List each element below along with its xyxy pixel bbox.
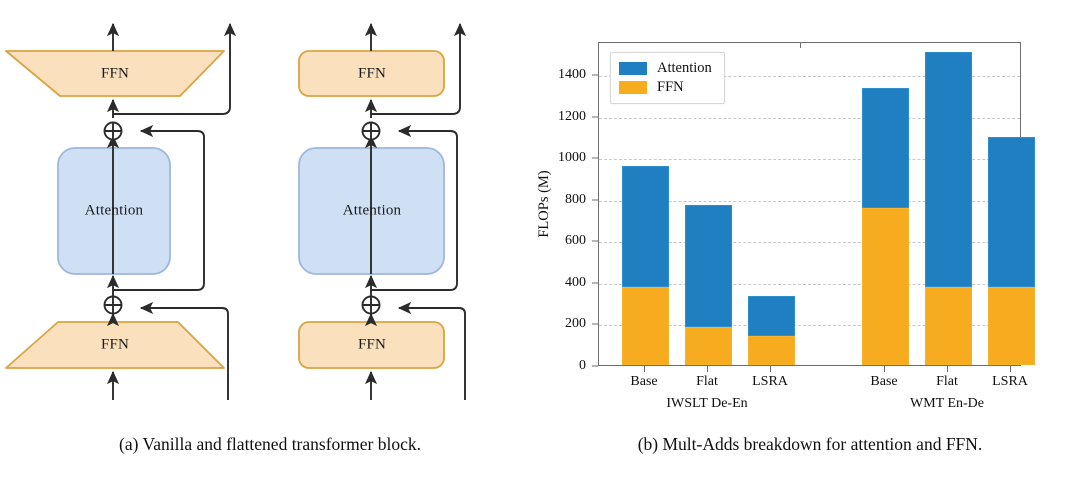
y-tick-label: 1400 [558, 67, 586, 83]
bar-stack[interactable] [684, 205, 732, 365]
bar-segment-attention[interactable] [987, 136, 1035, 288]
bar-segment-ffn[interactable] [621, 287, 669, 365]
flattened-block-svg [298, 22, 467, 400]
x-tick-mark [1010, 366, 1011, 372]
y-tick-mark [592, 282, 598, 284]
bar-segment-attention[interactable] [924, 52, 972, 288]
gridline [599, 283, 1020, 285]
x-tick-mark [770, 366, 771, 372]
caption-b: (b) Mult-Adds breakdown for attention an… [637, 434, 983, 454]
bar-segment-attention[interactable] [684, 205, 732, 327]
x-tick-mark [707, 366, 708, 372]
bar-stack[interactable] [987, 136, 1035, 365]
x-tick-label-base: Base [630, 374, 658, 389]
flattened-residual-2 [371, 124, 458, 291]
bar-stack[interactable] [861, 87, 909, 365]
y-tick-label: 600 [565, 233, 586, 249]
bar-segment-ffn[interactable] [684, 326, 732, 365]
y-tick-mark [592, 116, 598, 118]
flattened-bottom-ffn-label: FFN [357, 336, 387, 353]
y-tick-label: 1000 [558, 150, 586, 166]
panel-a-diagrams: FFN Attention FFN [0, 0, 532, 400]
bar-segment-ffn[interactable] [747, 335, 795, 365]
bar-segment-attention[interactable] [861, 87, 909, 209]
gridline [599, 159, 1020, 161]
x-tick-label-lsra: LSRA [752, 374, 788, 389]
vanilla-bottom-ffn-label: FFN [100, 336, 130, 353]
vanilla-residual-2 [113, 124, 205, 291]
y-tick-label: 400 [565, 274, 586, 290]
plot-inner [599, 43, 1035, 365]
y-tick-label: 1200 [558, 108, 586, 124]
y-tick-label: 0 [579, 358, 586, 373]
bar-segment-ffn[interactable] [924, 287, 972, 365]
bar-stack[interactable] [747, 296, 795, 365]
x-tick-label-lsra: LSRA [992, 374, 1028, 389]
legend-swatch-ffn [619, 81, 647, 94]
x-tick-label-flat: Flat [936, 374, 958, 389]
vanilla-residual-1 [139, 301, 229, 400]
x-tick-label-flat: Flat [696, 374, 718, 389]
legend-label: FFN [657, 79, 684, 95]
legend-item-attention[interactable]: Attention [619, 59, 712, 78]
gridline [599, 325, 1020, 327]
x-tick-label-base: Base [870, 374, 898, 389]
caption-a: (a) Vanilla and flattened transformer bl… [119, 434, 421, 454]
bar-stack[interactable] [924, 52, 972, 365]
y-tick-label: 200 [565, 316, 586, 332]
group-label: WMT En-De [910, 396, 984, 411]
y-tick-mark [592, 323, 598, 325]
vanilla-attention-label: Attention [84, 202, 144, 219]
flattened-transformer-block: FFN Attention FFN [262, 0, 532, 400]
vanilla-residual-3 [113, 22, 237, 115]
legend-label: Attention [657, 60, 712, 76]
plot-area [598, 42, 1035, 366]
y-tick-mark [592, 157, 598, 159]
y-tick-mark [592, 199, 598, 201]
vanilla-block-svg [5, 22, 237, 400]
gridline [599, 200, 1020, 202]
flattened-residual-3 [371, 22, 467, 115]
vanilla-bottom-ffn-shape [5, 321, 225, 369]
bar-segment-ffn[interactable] [861, 208, 909, 365]
flattened-attention-label: Attention [342, 202, 402, 219]
legend-item-ffn[interactable]: FFN [619, 78, 712, 97]
flattened-top-ffn-label: FFN [357, 65, 387, 82]
bar-stack[interactable] [621, 165, 669, 365]
x-tick-mark [947, 366, 948, 372]
bar-segment-ffn[interactable] [987, 287, 1035, 365]
group-label: IWSLT De-En [666, 396, 748, 411]
x-tick-mark [644, 366, 645, 372]
bar-segment-attention[interactable] [747, 296, 795, 336]
vanilla-top-ffn-label: FFN [100, 65, 130, 82]
y-tick-mark [592, 365, 598, 367]
flattened-residual-1 [397, 301, 466, 400]
gridline [599, 242, 1020, 244]
gridline [599, 76, 1020, 78]
y-tick-label: 800 [565, 191, 586, 207]
y-axis-ticks: 0 200 400 600 800 1000 1200 1400 [540, 42, 598, 373]
gridline [599, 117, 1020, 119]
vanilla-transformer-block: FFN Attention FFN [0, 0, 270, 400]
y-tick-mark [592, 240, 598, 242]
y-tick-mark [592, 74, 598, 76]
vanilla-top-ffn-shape [5, 50, 225, 97]
top-axis-tick [800, 42, 801, 48]
legend-swatch-attention [619, 62, 647, 75]
x-tick-mark [884, 366, 885, 372]
bar-segment-attention[interactable] [621, 165, 669, 288]
